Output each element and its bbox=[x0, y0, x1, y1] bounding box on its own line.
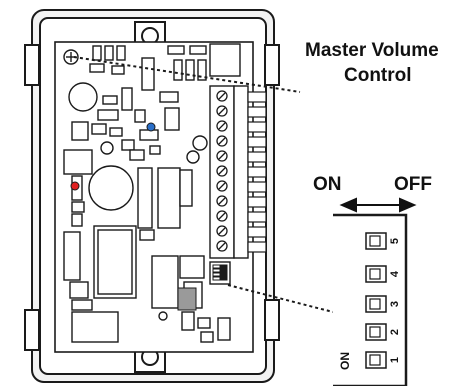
dip-position-1: 1 bbox=[389, 357, 401, 363]
terminal-screws bbox=[216, 90, 228, 252]
blue-led bbox=[146, 122, 156, 132]
dip-position-3: 3 bbox=[389, 301, 401, 307]
board-dip-switch bbox=[212, 264, 228, 281]
dip-position-2: 2 bbox=[389, 329, 401, 335]
off-label: OFF bbox=[394, 174, 432, 195]
on-label: ON bbox=[313, 174, 342, 195]
grey-slide-block bbox=[177, 287, 197, 311]
dip-switch-enlarged: 5 4 3 2 1 ON bbox=[333, 213, 408, 386]
master-volume-label-line2: Control bbox=[344, 65, 412, 86]
direction-arrow bbox=[339, 197, 417, 213]
terminal-fins bbox=[247, 91, 267, 253]
dip-callout-line bbox=[227, 284, 334, 313]
dip-on-side-label: ON bbox=[338, 352, 352, 370]
volume-callout-line bbox=[73, 56, 301, 93]
master-volume-label: Master Volume bbox=[305, 40, 439, 61]
board-components bbox=[63, 43, 249, 343]
dip-position-5: 5 bbox=[389, 238, 401, 244]
dip-position-4: 4 bbox=[389, 270, 401, 277]
red-led bbox=[70, 181, 80, 191]
